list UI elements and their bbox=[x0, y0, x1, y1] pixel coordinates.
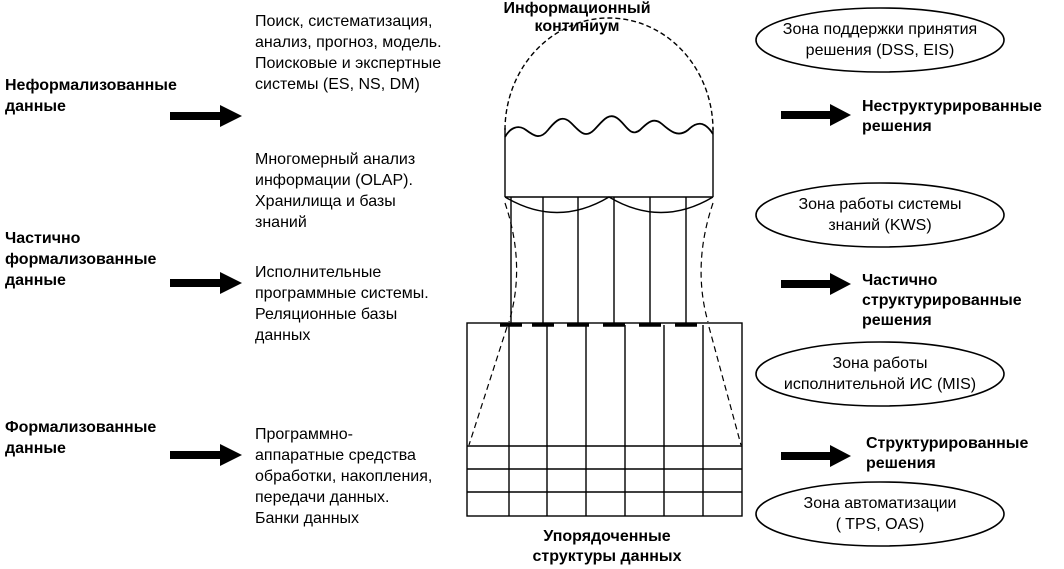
decision-line: решения bbox=[866, 455, 936, 472]
zone-label-line: Зона работы bbox=[832, 355, 928, 372]
decision-line: Частично bbox=[862, 272, 938, 289]
funnel-left-upper bbox=[504, 202, 518, 323]
zone-label-line: исполнительной ИС (MIS) bbox=[783, 376, 977, 393]
ordered-structures-title-line: Упорядоченные bbox=[543, 528, 671, 545]
system-description-line: Хранилища и базы bbox=[255, 193, 396, 210]
input-arrow-icon bbox=[170, 272, 242, 294]
zone-label-line: Зона поддержки принятия bbox=[782, 21, 978, 38]
system-description-line: обработки, накопления, bbox=[255, 468, 433, 485]
input-data-line: данные bbox=[5, 272, 66, 289]
system-description-line: Поисковые и экспертные bbox=[255, 55, 442, 72]
system-description-executive: Исполнительные программные системы. Реля… bbox=[255, 262, 429, 346]
double-arc bbox=[504, 196, 714, 214]
system-description-line: информации (OLAP). bbox=[255, 172, 413, 189]
system-description-line: Реляционные базы bbox=[255, 306, 398, 323]
funnel-right-upper bbox=[700, 202, 714, 323]
input-data-line: Частично bbox=[5, 230, 81, 247]
input-arrow-icon bbox=[170, 105, 242, 127]
zone-label-line: решения (DSS, EIS) bbox=[805, 42, 955, 59]
input-data-line: формализованные bbox=[5, 251, 157, 268]
decision-structured: Структурированные решения bbox=[866, 434, 1028, 474]
zone-label-tps: Зона автоматизации ( TPS, OAS) bbox=[755, 493, 1005, 535]
decision-line: решения bbox=[862, 312, 932, 329]
decision-arrow-icon bbox=[781, 104, 851, 126]
zone-label-line: Зона автоматизации bbox=[803, 495, 957, 512]
decision-line: решения bbox=[862, 118, 932, 135]
decision-line: Структурированные bbox=[866, 435, 1029, 452]
input-data-unformalized: Неформализованные данные bbox=[5, 75, 177, 117]
input-data-line: Неформализованные bbox=[5, 77, 177, 94]
zone-label-mis: Зона работы исполнительной ИС (MIS) bbox=[755, 353, 1005, 395]
system-description-line: Поиск, систематизация, bbox=[255, 13, 433, 30]
decision-line: Неструктурированные bbox=[862, 98, 1042, 115]
system-description-line: системы (ES, NS, DM) bbox=[255, 76, 420, 93]
system-description-line: Многомерный анализ bbox=[255, 151, 416, 168]
system-description-line: Программно- bbox=[255, 426, 353, 443]
system-description-line: анализ, прогноз, модель. bbox=[255, 34, 442, 51]
funnel-right-lower bbox=[708, 326, 742, 446]
system-description-line: Исполнительные bbox=[255, 264, 382, 281]
ordered-structures-title-line: структуры данных bbox=[532, 548, 682, 565]
continuum-title: Информационный континиум bbox=[497, 0, 657, 36]
continuum-title-line: Информационный bbox=[503, 0, 651, 17]
decision-arrow-icon bbox=[781, 273, 851, 295]
system-description-line: Банки данных bbox=[255, 510, 360, 527]
system-description-olap: Многомерный анализ информации (OLAP). Хр… bbox=[255, 149, 415, 233]
zone-label-line: Зона работы системы bbox=[798, 196, 962, 213]
input-data-formalized: Формализованные данные bbox=[5, 417, 156, 459]
zone-label-line: знаний (KWS) bbox=[828, 217, 932, 234]
zone-ellipse-kws bbox=[755, 182, 1005, 248]
decision-partially-structured: Частично структурированные решения bbox=[862, 271, 1022, 331]
decision-arrow-icon bbox=[781, 445, 851, 467]
lower-structure-box bbox=[466, 322, 743, 517]
system-description-line: знаний bbox=[255, 214, 307, 231]
funnel-left-lower bbox=[468, 326, 508, 446]
input-data-line: данные bbox=[5, 440, 66, 457]
input-arrow-icon bbox=[170, 444, 242, 466]
ordered-structures-title: Упорядоченные структуры данных bbox=[517, 527, 697, 567]
dome-dashed-arc bbox=[504, 17, 714, 131]
system-description-line: передачи данных. bbox=[255, 489, 390, 506]
input-data-line: Формализованные bbox=[5, 419, 157, 436]
zone-label-dss: Зона поддержки принятия решения (DSS, EI… bbox=[755, 19, 1005, 61]
system-description-line: аппаратные средства bbox=[255, 447, 416, 464]
zone-label-line: ( TPS, OAS) bbox=[835, 516, 925, 533]
system-description-line: программные системы. bbox=[255, 285, 429, 302]
system-description-hardware: Программно- аппаратные средства обработк… bbox=[255, 424, 432, 529]
decision-unstructured: Неструктурированные решения bbox=[862, 97, 1042, 137]
zone-ellipse-mis bbox=[755, 341, 1005, 407]
input-data-line: данные bbox=[5, 98, 66, 115]
wavy-boundary bbox=[504, 115, 714, 138]
zone-label-kws: Зона работы системы знаний (KWS) bbox=[755, 194, 1005, 236]
zone-ellipse-tps bbox=[755, 481, 1005, 547]
system-description-search: Поиск, систематизация, анализ, прогноз, … bbox=[255, 11, 442, 95]
zone-ellipse-dss bbox=[755, 7, 1005, 73]
system-description-line: данных bbox=[255, 327, 311, 344]
continuum-title-line: континиум bbox=[534, 18, 620, 35]
decision-line: структурированные bbox=[862, 292, 1022, 309]
input-data-partially-formalized: Частично формализованные данные bbox=[5, 228, 156, 291]
